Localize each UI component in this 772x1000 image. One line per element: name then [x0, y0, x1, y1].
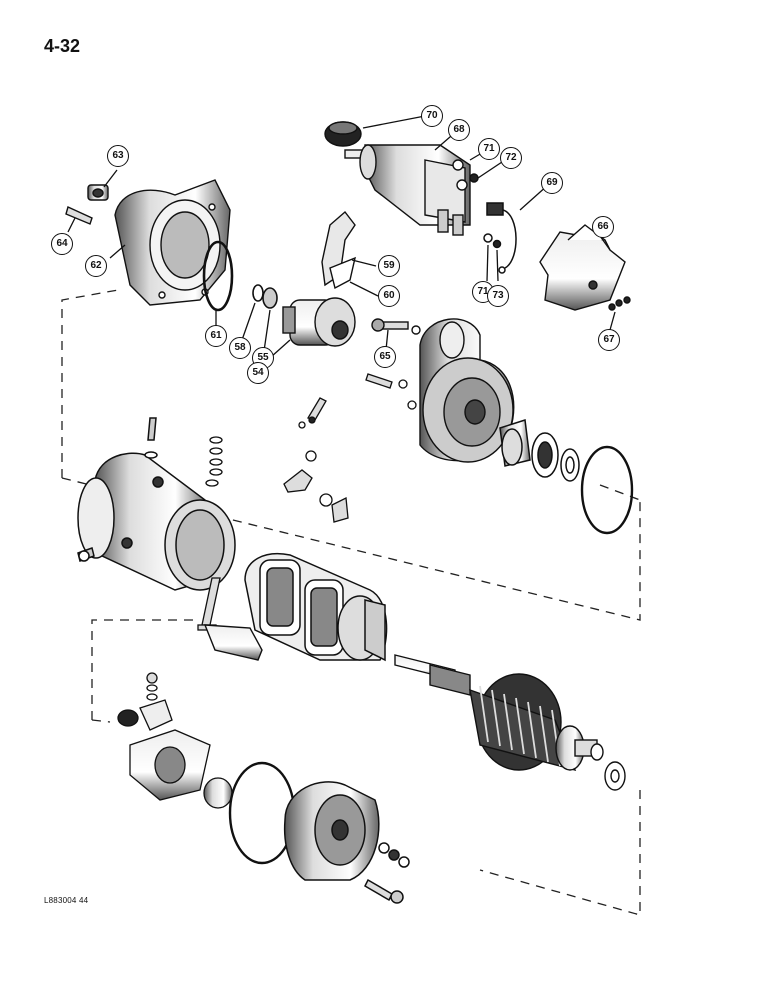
page-number: 4-32 [44, 36, 81, 56]
bushing-and-seals [499, 419, 634, 535]
dashed-assembly-outline-upper [61, 289, 641, 621]
callout-54: 54 [247, 362, 269, 384]
adjust-screws [298, 373, 417, 429]
drive-pinion [282, 297, 356, 347]
washer-58 [252, 284, 264, 302]
callout-65: 65 [374, 346, 396, 368]
brush-holder-parts [117, 672, 233, 809]
callout-66: 66 [592, 216, 614, 238]
pivot-pin [371, 318, 421, 335]
callout-62: 62 [85, 255, 107, 277]
callout-69: 69 [541, 172, 563, 194]
callout-59: 59 [378, 255, 400, 277]
callout-64: 64 [51, 233, 73, 255]
o-ring-61 [202, 240, 234, 312]
callout-73: 73 [487, 285, 509, 307]
terminal-insulators [205, 436, 349, 523]
commutator-end-cap [283, 781, 410, 904]
wire-lead [483, 202, 517, 274]
figure-code: L883004 44 [44, 896, 89, 905]
callout-70: 70 [421, 105, 443, 127]
callout-67: 67 [598, 329, 620, 351]
callout-61: 61 [205, 325, 227, 347]
lever-housing [419, 318, 515, 463]
field-frame [77, 417, 236, 591]
callout-60: 60 [378, 285, 400, 307]
armature [394, 654, 626, 791]
callout-71a: 71 [478, 138, 500, 160]
ring-55 [262, 287, 278, 309]
shift-lever [321, 210, 356, 290]
pole-shoe [203, 624, 263, 661]
drive-housing [65, 179, 231, 306]
terminal-cover [539, 224, 631, 311]
solenoid-assembly [324, 121, 479, 236]
commutator-end-o-ring [228, 761, 296, 865]
callout-58: 58 [229, 337, 251, 359]
bolt-64 [65, 206, 93, 225]
callout-72: 72 [500, 147, 522, 169]
field-coils [244, 553, 388, 662]
dashed-assembly-outline-lower [91, 619, 641, 916]
callout-68: 68 [448, 119, 470, 141]
callout-63: 63 [107, 145, 129, 167]
